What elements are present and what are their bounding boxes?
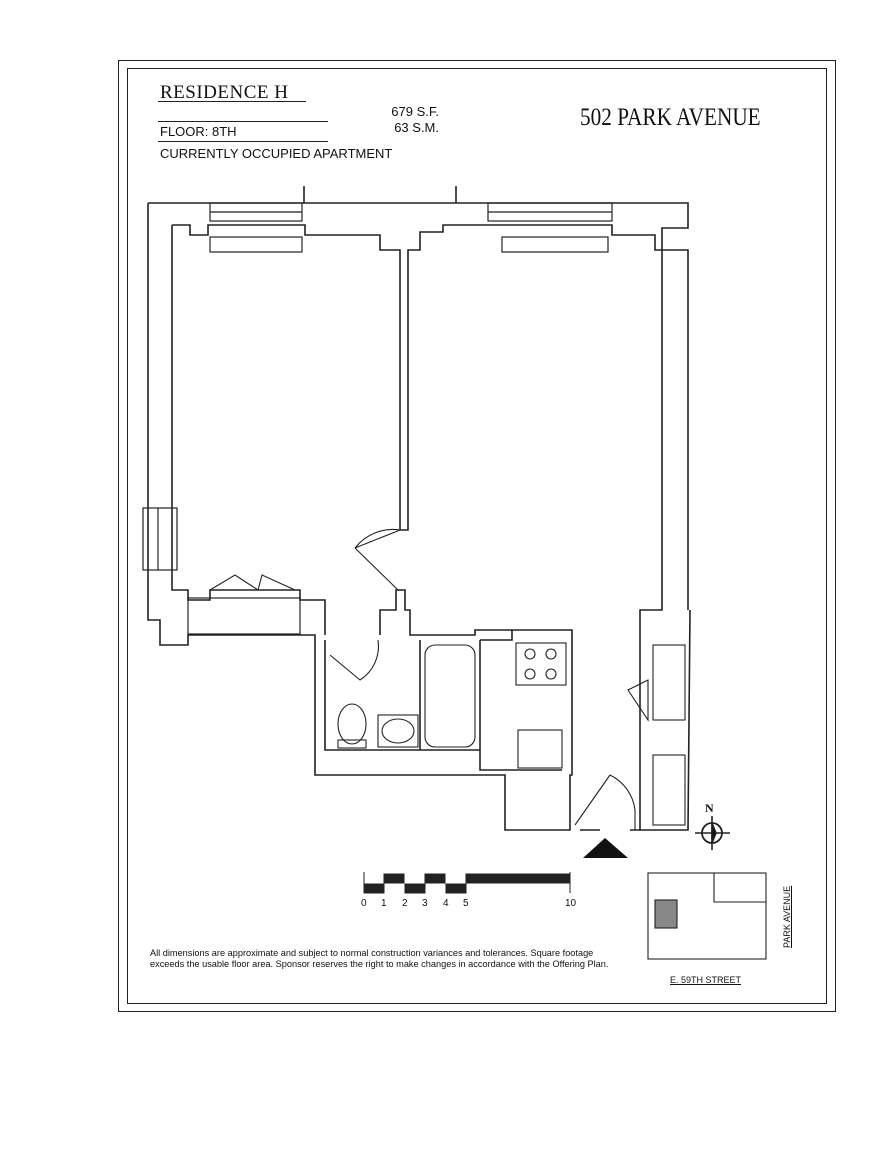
closet bbox=[652, 754, 686, 826]
area-sf: 679 S.F. bbox=[391, 104, 439, 119]
residence-title: RESIDENCE H bbox=[160, 82, 289, 103]
toilet bbox=[337, 703, 367, 745]
scale-bar bbox=[363, 872, 571, 894]
scale-label: 0 bbox=[361, 898, 367, 909]
scale-label: 4 bbox=[443, 898, 449, 909]
bathtub bbox=[424, 644, 476, 748]
scale-label: 10 bbox=[565, 898, 577, 909]
exterior-walls bbox=[147, 186, 691, 831]
floor-label: FLOOR: 8TH bbox=[160, 124, 237, 139]
page-border-inner bbox=[127, 68, 827, 1004]
closet bbox=[652, 644, 686, 721]
title-underline bbox=[158, 101, 306, 102]
rule bbox=[158, 121, 328, 122]
key-map bbox=[647, 872, 767, 960]
area: 679 S.F. 63 S.M. bbox=[363, 104, 439, 136]
stove bbox=[515, 642, 567, 686]
fixtures bbox=[337, 642, 686, 826]
windows bbox=[142, 202, 613, 635]
page-border-outer bbox=[118, 60, 836, 1012]
unit-location-marker bbox=[654, 899, 678, 929]
scale-label: 1 bbox=[381, 898, 387, 909]
disclaimer: All dimensions are approximate and subje… bbox=[150, 948, 609, 969]
occupancy-status: CURRENTLY OCCUPIED APARTMENT bbox=[160, 146, 393, 161]
doors bbox=[209, 528, 649, 830]
entry-arrow-icon bbox=[583, 838, 628, 858]
street-label: E. 59TH STREET bbox=[670, 975, 742, 985]
sink-vanity bbox=[377, 714, 419, 748]
north-compass-icon bbox=[695, 816, 730, 850]
scale-label: 5 bbox=[463, 898, 469, 909]
kitchen-sink bbox=[517, 729, 563, 769]
north-label: N bbox=[705, 801, 714, 815]
scale-label: 3 bbox=[422, 898, 428, 909]
area-sm: 63 S.M. bbox=[394, 120, 439, 135]
rule bbox=[158, 141, 328, 142]
avenue-label: PARK AVENUE bbox=[782, 885, 792, 948]
scale-label: 2 bbox=[402, 898, 408, 909]
building-address: 502 PARK AVENUE bbox=[580, 104, 761, 131]
